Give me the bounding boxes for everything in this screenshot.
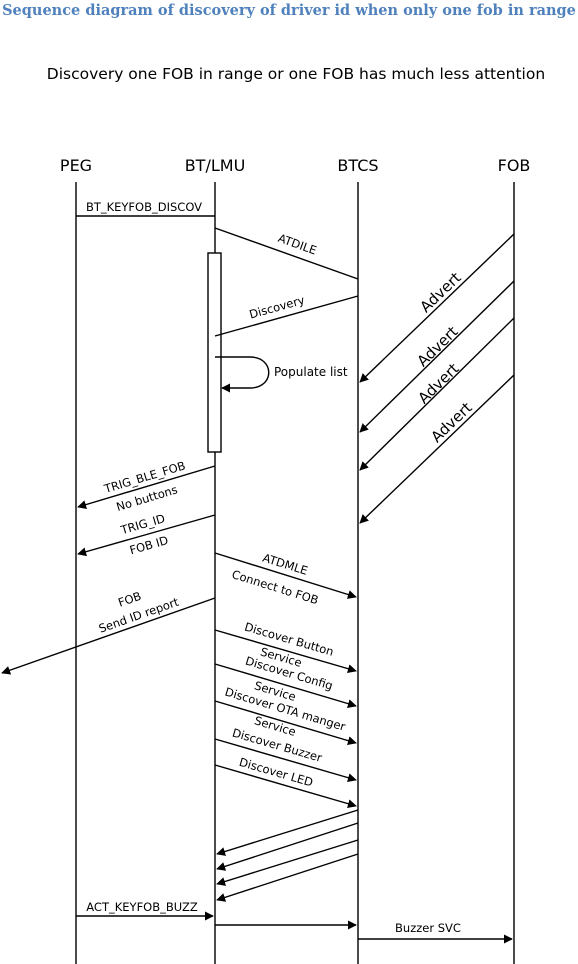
message-label-fob-send-id: FOB [116, 589, 143, 610]
message-trig-id [77, 514, 216, 557]
message-label-populate-list: Populate list [274, 365, 348, 379]
message-label-advert-1: Advert [416, 269, 464, 316]
message-label-atdmle: ATDMLE [261, 551, 310, 578]
message-atdmle [214, 552, 357, 599]
message-reply-2 [216, 822, 359, 871]
message-discovery [214, 295, 359, 337]
diagram-subtitle: Discovery one FOB in range or one FOB ha… [47, 65, 545, 83]
message-trig-ble-fob [77, 465, 216, 509]
message-sublabel-atdmle: Connect to FOB [230, 567, 320, 607]
message-label-buzzer-svc: Buzzer SVC [395, 921, 461, 935]
participant-btcs: BTCS [337, 156, 378, 175]
message-advert-2 [359, 280, 515, 433]
message-fob-send-id [1, 597, 216, 675]
message-label-advert-2: Advert [413, 323, 461, 371]
message-advert-3 [359, 317, 515, 471]
diagram-title: Sequence diagram of discovery of driver … [2, 2, 576, 19]
message-advert-1 [359, 233, 515, 383]
message-reply-3 [216, 839, 359, 886]
participant-peg: PEG [60, 156, 92, 175]
message-discover-config [214, 663, 357, 709]
message-label-bt-keyfob-discov: BT_KEYFOB_DISCOV [86, 200, 202, 214]
message-discover-led [214, 764, 357, 809]
message-atdile [214, 227, 359, 280]
message-advert-4 [359, 374, 515, 524]
message-reply-1 [216, 809, 359, 856]
message-populate-list [215, 356, 270, 393]
message-discover-button [214, 629, 357, 674]
message-label-act-keyfob-buzz: ACT_KEYFOB_BUZZ [86, 900, 198, 914]
message-label-advert-4: Advert [427, 399, 475, 446]
message-label-trig-id: TRIG_ID [118, 511, 167, 537]
message-discover-buzzer [214, 738, 357, 783]
participant-bt-lmu: BT/LMU [185, 156, 246, 175]
message-label-atdile: ATDILE [276, 231, 318, 258]
message-reply-4 [216, 853, 359, 902]
message-discover-ota [214, 700, 357, 746]
activation-box-bt-lmu [207, 252, 222, 453]
message-label-discovery: Discovery [248, 293, 307, 322]
message-sublabel-trig-id: FOB ID [128, 533, 170, 557]
participant-fob: FOB [498, 156, 531, 175]
